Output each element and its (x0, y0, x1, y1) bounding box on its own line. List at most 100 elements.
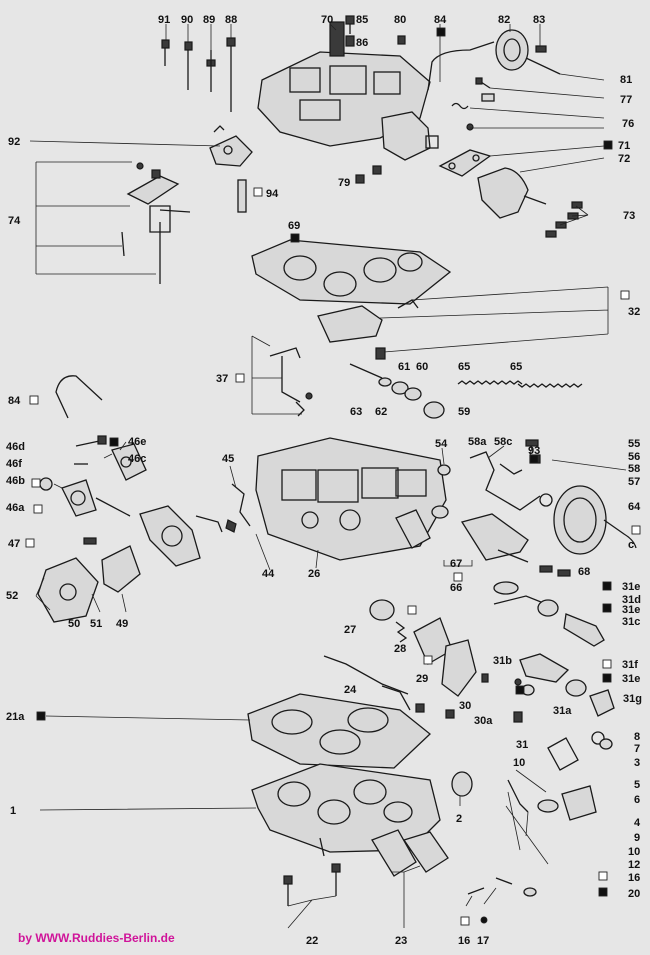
label-79: 79 (338, 177, 350, 189)
label-52: 52 (6, 590, 18, 602)
carburetor-top-cover (257, 21, 439, 161)
label-54: 54 (435, 438, 448, 450)
label-57: 57 (628, 476, 640, 488)
label-65-b: 65 (510, 361, 522, 373)
label-88: 88 (225, 14, 237, 26)
label-1: 1 (10, 805, 16, 817)
label-59: 59 (458, 406, 470, 418)
label-5: 5 (634, 779, 640, 791)
label-77: 77 (620, 94, 632, 106)
sleeve-94 (237, 179, 247, 213)
pump-cover-45 (139, 505, 223, 567)
solenoid-72 (477, 167, 547, 219)
lever-44 (225, 483, 251, 533)
label-27: 27 (344, 624, 356, 636)
jets-16-17-20 (467, 877, 537, 897)
label-80: 80 (394, 14, 406, 26)
label-22: 22 (306, 935, 318, 947)
label-73: 73 (623, 210, 635, 222)
label-55: 55 (628, 438, 640, 450)
label-32: 32 (628, 306, 640, 318)
label-46a: 46a (6, 502, 25, 514)
label-20: 20 (628, 888, 640, 900)
label-31e-a: 31e (622, 581, 640, 593)
label-71: 71 (618, 140, 630, 152)
label-37: 37 (216, 373, 228, 385)
screw-47 (83, 537, 97, 545)
label-83: 83 (533, 14, 545, 26)
gasket-21a (247, 693, 431, 769)
label-50: 50 (68, 618, 80, 630)
lever-24-30 (323, 655, 489, 719)
label-91: 91 (158, 14, 170, 26)
gasket-69 (251, 239, 452, 305)
label-31f: 31f (622, 659, 638, 671)
label-72: 72 (618, 153, 630, 165)
label-58c: 58c (494, 436, 512, 448)
label-92: 92 (8, 136, 20, 148)
label-70: 70 (321, 14, 333, 26)
vacuum-unit-57-64 (553, 485, 637, 555)
label-66: 66 (450, 582, 462, 594)
screw-63-washers-62-61-60-59 (349, 363, 445, 419)
label-90: 90 (181, 14, 193, 26)
label-46d: 46d (6, 441, 25, 453)
screw-79 (355, 165, 382, 184)
label-44: 44 (262, 568, 275, 580)
label-31e-c: 31e (622, 673, 640, 685)
label-82: 82 (498, 14, 510, 26)
label-81: 81 (620, 74, 632, 86)
label-68: 68 (578, 566, 590, 578)
label-6: 6 (634, 794, 640, 806)
label-56: 56 (628, 451, 640, 463)
solenoids-23 (371, 829, 449, 877)
label-31b: 31b (493, 655, 512, 667)
label-12: 12 (628, 859, 640, 871)
label-49: 49 (116, 618, 128, 630)
fittings-31c-31d-31e (493, 581, 605, 647)
label-17: 17 (477, 935, 489, 947)
label-51: 51 (90, 618, 102, 630)
label-61: 61 (398, 361, 410, 373)
parts-31-8-7-3 (513, 711, 613, 771)
pump-cover-52-49 (37, 545, 141, 623)
label-30a: 30a (474, 715, 493, 727)
screws-22 (283, 863, 341, 906)
website-credit: by WWW.Ruddies-Berlin.de (18, 931, 175, 945)
label-16-a: 16 (628, 872, 640, 884)
label-21a: 21a (6, 711, 25, 723)
callout-labels: 91 90 89 88 70 85 86 80 84 82 83 81 77 7… (6, 14, 642, 947)
label-31e-b: 31e (622, 604, 640, 616)
label-45: 45 (222, 453, 234, 465)
label-9: 9 (634, 832, 640, 844)
hose-84-top (427, 41, 495, 91)
main-body-26 (255, 437, 447, 561)
label-46c: 46c (128, 453, 146, 465)
label-46f: 46f (6, 458, 22, 470)
label-3: 3 (634, 757, 640, 769)
label-31g: 31g (623, 693, 642, 705)
label-89: 89 (203, 14, 215, 26)
label-31c: 31c (622, 616, 640, 628)
label-29: 29 (416, 673, 428, 685)
label-58a: 58a (468, 436, 487, 448)
label-31a: 31a (553, 705, 572, 717)
label-86: 86 (356, 37, 368, 49)
label-84-bottom: 84 (8, 395, 21, 407)
label-74: 74 (8, 215, 21, 227)
label-65-a: 65 (458, 361, 470, 373)
springs-65 (457, 380, 583, 388)
cap-2 (451, 771, 473, 797)
label-84-top: 84 (434, 14, 447, 26)
label-31: 31 (516, 739, 528, 751)
float-32 (317, 299, 419, 360)
label-93: 93 (528, 445, 540, 457)
parts-46 (39, 435, 147, 517)
leader-lines (29, 16, 627, 929)
label-46e: 46e (128, 436, 146, 448)
parts-77-76 (451, 77, 495, 131)
label-64: 64 (628, 501, 641, 513)
label-60: 60 (416, 361, 428, 373)
label-8: 8 (634, 731, 640, 743)
